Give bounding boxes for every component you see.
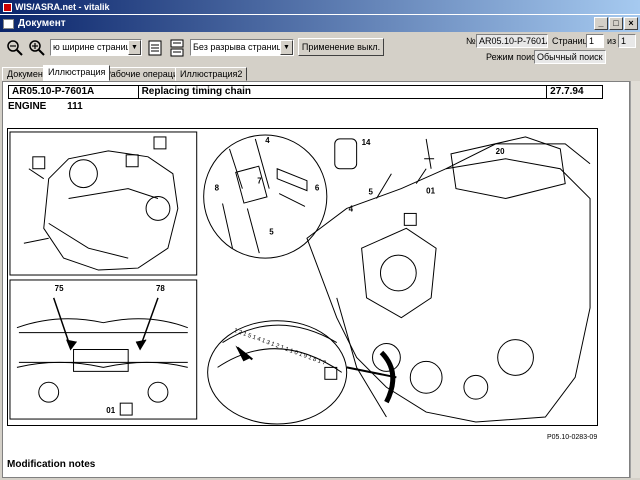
wheel-zoom-inset [207, 320, 348, 425]
label-01-main: 01 [426, 187, 435, 196]
figure-reference: P05.10-0283-09 [547, 434, 598, 441]
minimize-button[interactable]: _ [594, 17, 608, 30]
document-header: AR05.10-P-7601A Replacing timing chain 2… [8, 85, 603, 99]
label-4-main: 4 [349, 204, 354, 213]
toolbar: ю ширине страницы ▼ Без разрыва страниц … [0, 32, 640, 64]
engine-value: 111 [67, 101, 83, 112]
label-6: 6 [315, 184, 320, 193]
tab-illustration-2[interactable]: Иллюстрация2 [175, 67, 248, 81]
document-window-title: Документ [18, 18, 66, 29]
modification-notes-heading: Modification notes [7, 459, 96, 470]
label-01-bottom: 01 [106, 406, 115, 415]
document-number-field: AR05.10-P-7601A [476, 34, 548, 48]
document-viewer[interactable]: AR05.10-P-7601A Replacing timing chain 2… [2, 81, 630, 478]
zoom-out-icon[interactable] [6, 39, 24, 57]
tab-illustration[interactable]: Иллюстрация [43, 65, 111, 81]
chevron-down-icon[interactable]: ▼ [128, 40, 141, 55]
engine-line: ENGINE 111 [8, 101, 83, 112]
page-count-field: 1 [618, 34, 636, 48]
document-window-icon [3, 18, 14, 29]
app-logo-icon [3, 2, 12, 12]
label-78: 78 [156, 284, 165, 293]
wheel-degree-marks: 1 2 1 5 1 4 1 3 1 2 1 1 1 0 1 9 1 8 1 7 [233, 328, 327, 367]
of-label: из [607, 36, 617, 46]
vertical-scrollbar[interactable] [630, 81, 640, 478]
page-label: Страница [552, 36, 593, 46]
label-5-inset: 5 [269, 227, 274, 236]
app-title-bar: WIS/ASRA.net - vitalik [0, 0, 640, 14]
page-width-value: ю ширине страницы [53, 42, 138, 52]
number-label: № [466, 36, 476, 46]
page-break-combo[interactable]: Без разрыва страниц ▼ [190, 39, 294, 56]
document-title: Replacing timing chain [139, 86, 548, 98]
label-75: 75 [55, 284, 64, 293]
chevron-down-icon[interactable]: ▼ [280, 40, 293, 55]
search-mode-field: Обычный поиск [534, 50, 606, 64]
tab-bar: Документ Иллюстрация Рабочие операции Ил… [0, 65, 640, 81]
label-5-main: 5 [369, 188, 374, 197]
continuous-pages-icon[interactable] [168, 39, 186, 57]
page-width-combo[interactable]: ю ширине страницы ▼ [50, 39, 142, 56]
format-toggle-button[interactable]: Применение выкл. [298, 38, 384, 56]
engine-label: ENGINE [8, 101, 47, 112]
label-8: 8 [215, 184, 220, 193]
inset-panel-top-left [9, 131, 198, 276]
zoom-in-icon[interactable] [28, 39, 46, 57]
document-date: 27.7.94 [550, 86, 584, 97]
inset-panel-bottom-left [9, 279, 198, 420]
maximize-button[interactable]: □ [609, 17, 623, 30]
chain-link-inset [203, 134, 328, 259]
page-break-value: Без разрыва страниц [193, 42, 282, 52]
single-page-icon[interactable] [146, 39, 164, 57]
label-14: 14 [362, 138, 371, 147]
label-7: 7 [257, 177, 262, 186]
timing-chain-illustration: 75 78 01 14 20 5 01 4 4 8 7 6 5 1 2 1 5 … [7, 128, 598, 426]
document-code: AR05.10-P-7601A [9, 86, 139, 98]
page-number-field[interactable]: 1 [586, 34, 604, 48]
label-20: 20 [496, 147, 505, 156]
search-mode-label: Режим поиска [486, 52, 545, 62]
close-button[interactable]: × [624, 17, 638, 30]
label-4-inset: 4 [265, 136, 270, 145]
document-title-bar: Документ _ □ × [0, 14, 640, 32]
app-title: WIS/ASRA.net - vitalik [15, 2, 110, 12]
